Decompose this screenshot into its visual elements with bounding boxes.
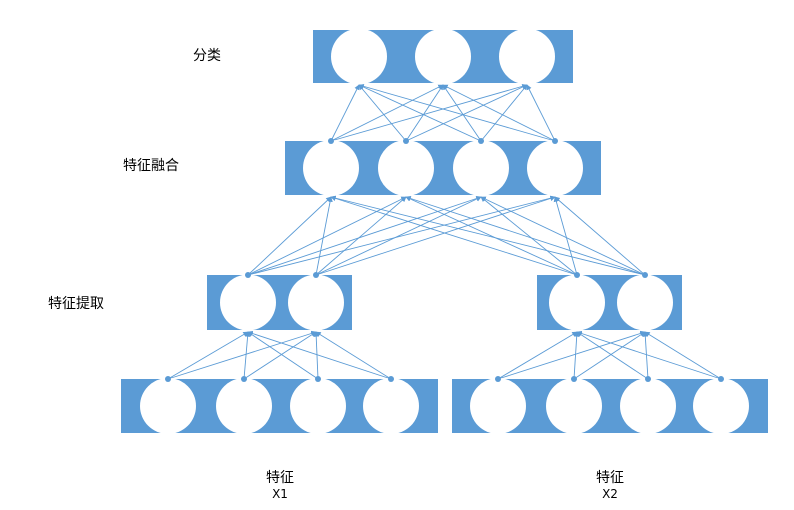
neuron-node [331,28,387,85]
layer-classify [313,28,573,85]
connection-dot [571,376,577,382]
connection-arrow [405,196,578,276]
neuron-node [220,274,276,331]
connection-arrow [330,195,646,276]
input1-title: 特征 [266,470,294,486]
neuron-node [499,28,555,85]
connection-arrow [642,331,649,380]
connection-arrow [330,84,444,142]
connection-arrow [442,84,482,142]
connection-arrow [247,195,556,276]
connection-arrow [405,195,646,276]
connection-arrow [247,330,392,380]
connection-arrow [315,196,407,276]
neuron-node [549,274,605,331]
input2-title: 特征 [596,470,624,486]
connection-arrow [330,84,360,142]
connection-arrow [315,196,333,276]
neuron-node [470,378,526,434]
connection-dot [495,376,501,382]
layer-fusion [285,140,601,196]
connection-arrow [576,330,722,380]
connection-dot [574,272,580,278]
layer-blocks [121,28,768,434]
connection-arrow [405,84,528,142]
neuron-node [290,378,346,434]
layer-input-right [452,378,768,434]
connection-arrow [358,83,556,142]
neuron-node [415,28,471,85]
classify-label: 分类 [193,48,221,64]
connection-arrow [480,196,578,276]
neuron-node [527,140,583,196]
input1-sub: X1 [272,487,288,501]
neuron-node [140,378,196,434]
connection-arrow [497,330,646,380]
neuron-node [303,140,359,196]
input2-sub: X2 [602,487,618,501]
connection-arrow [644,331,722,380]
connection-arrow [315,195,556,276]
connection-arrow [167,330,317,380]
layer-input-left [121,378,438,434]
connection-arrow [330,195,578,276]
neuron-node [620,378,676,434]
connection-dot [478,138,484,144]
neuron-node [453,140,509,196]
connection-arrow [553,196,578,276]
connection-dot [718,376,724,382]
neuron-node [288,274,344,331]
connection-arrow [442,84,556,142]
connection-arrow [480,84,528,142]
connection-arrow [247,195,482,276]
connection-arrow [576,331,649,380]
connection-arrow [330,83,528,142]
connection-dot [552,138,558,144]
connection-dot [315,376,321,382]
connection-arrow [247,196,407,276]
extract-label: 特征提取 [48,296,104,312]
connection-arrow [358,84,482,142]
neuron-node [378,140,434,196]
connection-arrow [405,84,444,142]
connection-dot [388,376,394,382]
connection-lines [167,83,722,380]
layer-extract-right [537,274,682,331]
fusion-label: 特征融合 [123,158,179,174]
connection-arrow [315,331,392,380]
connection-arrow [243,331,317,380]
connection-arrow [497,331,578,380]
connection-arrow [480,196,646,276]
neuron-node [693,378,749,434]
connection-dot [245,272,251,278]
neuron-node [546,378,602,434]
connection-arrow [526,84,556,142]
neuron-node [216,378,272,434]
connection-dot [313,272,319,278]
connection-dot [328,138,334,144]
connection-dot [642,272,648,278]
connection-arrow [247,196,332,276]
connection-arrow [554,196,646,276]
connection-arrow [315,196,482,276]
connection-arrow [573,331,646,380]
connection-dot [403,138,409,144]
connection-dot [645,376,651,382]
connection-arrow [573,331,580,380]
connection-arrow [167,331,249,380]
connection-arrow [247,331,319,380]
connection-dot [241,376,247,382]
neuron-node [363,378,419,434]
neuron-node [617,274,673,331]
connection-arrow [313,331,319,380]
connection-arrow [358,84,407,142]
connection-dots [165,138,724,382]
connection-arrow [243,331,251,380]
connection-dot [165,376,171,382]
layer-extract-left [207,274,352,331]
